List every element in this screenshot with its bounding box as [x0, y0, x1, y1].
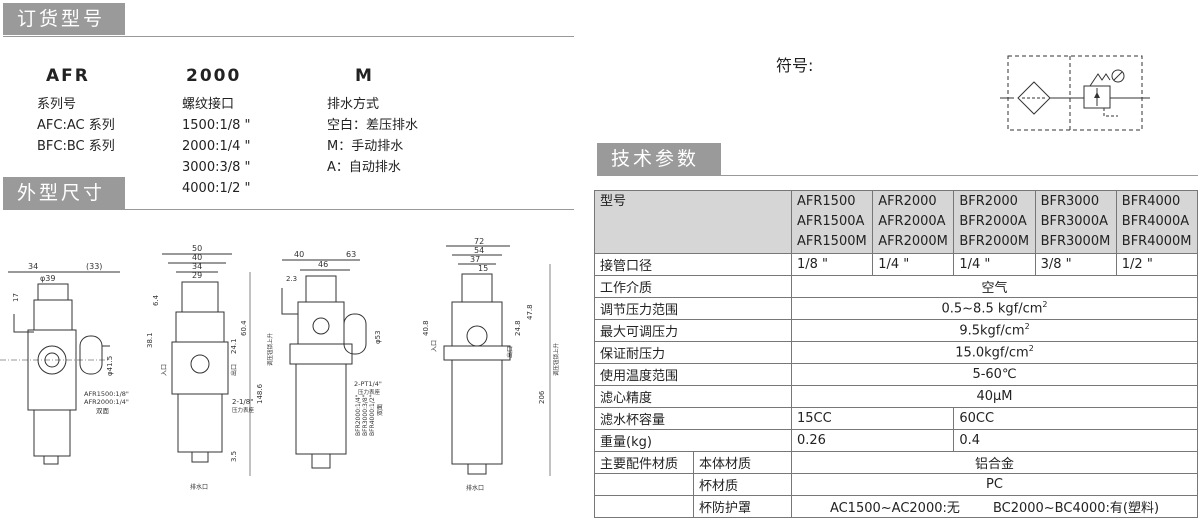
svg-text:压力表座: 压力表座 — [232, 406, 255, 414]
table-row: 调节压力范围 0.5~8.5 kgf/cm2 — [594, 297, 1198, 320]
section-header-specs: 技术参数 — [597, 143, 721, 175]
table-row: 杯材质 PC — [594, 473, 1198, 496]
svg-text:入口: 入口 — [161, 364, 168, 376]
svg-text:29: 29 — [192, 271, 202, 280]
table-row: 主要配件材质 本体材质 铝合金 — [594, 451, 1198, 474]
svg-text:出口: 出口 — [506, 346, 514, 358]
pneumatic-symbol — [1000, 55, 1150, 131]
svg-text:37: 37 — [470, 255, 480, 264]
svg-text:(33): (33) — [86, 262, 102, 271]
series-code: AFR — [46, 66, 90, 86]
svg-text:排水口: 排水口 — [466, 484, 484, 492]
svg-text:148.6: 148.6 — [256, 383, 264, 404]
svg-text:φ53: φ53 — [374, 330, 382, 344]
svg-text:双面: 双面 — [96, 407, 110, 415]
svg-text:24.1: 24.1 — [230, 338, 238, 354]
svg-text:排水口: 排水口 — [190, 483, 208, 491]
table-row: 使用温度范围 5-60℃ — [594, 363, 1198, 386]
model-label: 型号 — [594, 190, 792, 254]
svg-text:38.1: 38.1 — [146, 332, 154, 348]
drain-list: 排水方式 空白：差压排水 M：手动排水 A：自动排水 — [327, 97, 419, 175]
svg-text:压力表座: 压力表座 — [358, 388, 381, 396]
table-row: 杯防护罩 AC1500~AC2000:无 BC2000~BC4000:有(塑料) — [594, 495, 1198, 518]
svg-text:206: 206 — [538, 390, 546, 404]
svg-text:2-PT1/4": 2-PT1/4" — [354, 380, 382, 388]
svg-text:入口: 入口 — [431, 340, 438, 352]
svg-text:24.8: 24.8 — [514, 320, 522, 336]
svg-text:BFR2000:1/4": BFR2000:1/4" — [355, 394, 362, 436]
view-1: 34 (33) φ39 17 φ41.5 AFR1500:1/8" AFR200… — [0, 262, 129, 465]
svg-text:2-1/8": 2-1/8" — [232, 398, 253, 406]
thread-code: 2000 — [186, 66, 242, 86]
svg-text:40: 40 — [294, 250, 304, 259]
table-row: 最大可调压力 9.5kgf/cm2 — [594, 319, 1198, 342]
dimension-drawing: 34 (33) φ39 17 φ41.5 AFR1500:1/8" AFR200… — [0, 237, 560, 492]
view-3: 40 63 46 2.3 φ53 2-PT1/4" 压力表座 BFR2000:1… — [281, 250, 384, 469]
drain-code: M — [355, 66, 374, 86]
svg-text:40.8: 40.8 — [422, 320, 430, 336]
thread-list: 螺纹接口 1500:1/8 " 2000:1/4 " 3000:3/8 " 40… — [182, 97, 251, 196]
svg-text:34: 34 — [28, 262, 38, 271]
svg-text:34: 34 — [192, 262, 202, 271]
svg-text:63: 63 — [346, 250, 356, 259]
svg-text:15: 15 — [478, 264, 488, 273]
divider — [597, 175, 1198, 176]
svg-text:AFR1500:1/8": AFR1500:1/8" — [84, 390, 129, 398]
series-list: 系列号 AFC:AC 系列 BFC:BC 系列 — [37, 97, 115, 154]
svg-text:φ41.5: φ41.5 — [106, 356, 114, 376]
table-row: 接管口径 1/8 " 1/4 " 1/4 " 3/8 " 1/2 " — [594, 253, 1199, 276]
table-row: 滤水杯容量 15CC 60CC — [594, 407, 1198, 430]
svg-text:φ39: φ39 — [40, 274, 55, 283]
section-header-dimensions: 外型尺寸 — [3, 177, 125, 209]
view-4: 72 54 37 15 40.8 24.8 47.8 206 入口 出口 调压钮… — [422, 237, 560, 492]
svg-text:调压钮锁上升: 调压钮锁上升 — [552, 342, 560, 376]
svg-text:17: 17 — [12, 293, 20, 302]
svg-text:AFR2000:1/4": AFR2000:1/4" — [84, 398, 129, 406]
svg-text:BFR4000:1/2": BFR4000:1/2" — [369, 394, 376, 436]
table-row: 工作介质 空气 — [594, 275, 1198, 298]
table-row: 滤心精度 40μM — [594, 385, 1198, 408]
svg-text:BFR3000:3/8": BFR3000:3/8" — [362, 394, 369, 436]
svg-text:2.3: 2.3 — [286, 275, 297, 283]
svg-text:调压钮锁上升: 调压钮锁上升 — [266, 332, 274, 366]
symbol-label: 符号: — [776, 56, 814, 75]
view-2: 50 40 34 29 6.4 38.1 60.4 24.1 148.6 3.5… — [146, 244, 274, 491]
svg-text:双面: 双面 — [377, 404, 384, 416]
svg-text:72: 72 — [474, 237, 484, 246]
svg-text:60.4: 60.4 — [240, 320, 248, 336]
svg-text:47.8: 47.8 — [526, 304, 534, 320]
section-header-ordering: 订货型号 — [3, 3, 125, 35]
svg-text:6.4: 6.4 — [152, 294, 160, 306]
svg-text:40: 40 — [192, 253, 202, 262]
divider — [3, 209, 574, 210]
divider — [3, 36, 574, 37]
svg-text:46: 46 — [318, 260, 328, 269]
svg-text:50: 50 — [192, 244, 202, 253]
table-row: 保证耐压力 15.0kgf/cm2 — [594, 341, 1198, 364]
svg-text:出口: 出口 — [230, 364, 238, 376]
table-row: 重量(kg) 0.26 0.4 — [594, 429, 1198, 452]
svg-text:54: 54 — [474, 246, 484, 255]
svg-text:3.5: 3.5 — [230, 451, 238, 462]
